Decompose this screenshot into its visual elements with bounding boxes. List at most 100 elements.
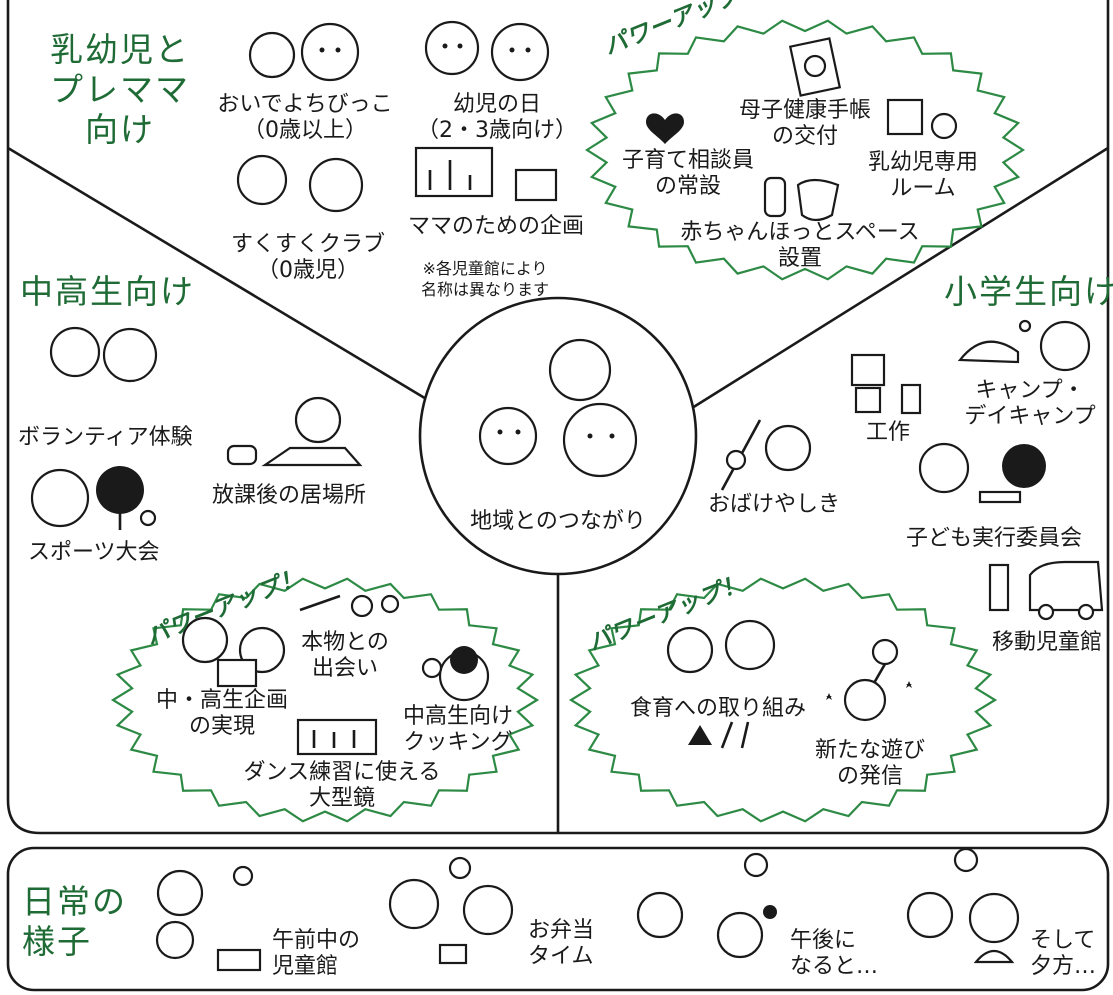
item-line: 設置 <box>777 246 822 271</box>
illustration-cooking <box>421 646 490 702</box>
item-bento: お弁当 タイム <box>528 918 594 970</box>
item-line: 午後に <box>790 928 857 953</box>
item-line: ダンス練習に使える <box>243 760 441 785</box>
illustration-techo <box>788 37 842 97</box>
item-gozen: 午前中の 児童館 <box>272 928 360 980</box>
item-line: 赤ちゃんほっとスペース <box>680 220 920 245</box>
item-line: 本物との <box>301 630 389 655</box>
main-frame <box>6 0 1110 835</box>
item-akachan: 赤ちゃんほっとスペース 設置 <box>670 220 930 272</box>
illustration-room <box>886 98 958 140</box>
item-line: （0歳以上） <box>243 118 367 143</box>
center-circle <box>418 296 698 576</box>
item-line: 中高生向け <box>402 704 513 729</box>
item-asobi: 新たな遊び の発信 <box>800 738 940 790</box>
item-line: 子育て相談員 <box>621 148 754 173</box>
illustration-gozen <box>155 865 262 972</box>
item-line: お弁当 <box>528 918 595 943</box>
divider-left <box>7 146 429 402</box>
illustration-gogo <box>636 852 777 959</box>
item-iinkai: 子ども実行委員会 <box>906 526 1083 551</box>
illustration-iinkai <box>918 442 1046 504</box>
item-line: の実現 <box>188 714 255 739</box>
section-title-junior-high: 中高生向け <box>20 272 195 311</box>
item-line: タイム <box>528 944 594 969</box>
item-honmono: 本物との 出会い <box>295 630 395 682</box>
item-mama: ママのための企画 <box>407 214 584 239</box>
item-ibasho: 放課後の居場所 <box>212 483 367 508</box>
item-gogo: 午後に なると… <box>790 928 878 980</box>
item-line: 大型鏡 <box>308 786 375 811</box>
illustration-yoji <box>424 20 550 82</box>
illustration-obake <box>720 419 812 491</box>
item-obake: おばけやしき <box>708 492 841 517</box>
item-volunteer: ボランティア体験 <box>18 425 193 450</box>
item-line: （0歳児） <box>257 258 359 283</box>
item-line: ルーム <box>890 176 956 201</box>
note-line: ※各児童館により <box>422 259 548 278</box>
item-dance: ダンス練習に使える 大型鏡 <box>222 760 462 812</box>
item-line: 乳幼児専用 <box>867 150 978 175</box>
item-yoji: 幼児の日 （2・3歳向け） <box>402 92 592 144</box>
item-line: の交付 <box>771 124 838 149</box>
section-title-line: 向け <box>85 110 155 149</box>
illustration-bottle <box>763 176 840 222</box>
illustration-mirror <box>296 718 378 756</box>
item-line: 出会い <box>311 656 378 681</box>
section-title-line: 日常の <box>22 882 127 921</box>
item-kosaku: 工作 <box>866 420 911 445</box>
illustration-shokuiku <box>666 619 776 749</box>
item-line: キャンプ・ <box>975 378 1085 403</box>
illustration-bento <box>388 856 514 965</box>
item-line: そして <box>1030 928 1096 953</box>
illustration-yugata <box>906 847 1020 964</box>
item-line: 新たな遊び <box>814 738 925 763</box>
illustration-camp <box>957 319 1091 372</box>
illustration-kikaku <box>181 616 286 688</box>
item-sodan: 子育て相談員 の常設 <box>618 148 758 200</box>
illustration-mama <box>414 146 558 202</box>
section-title-line: 様子 <box>22 922 92 961</box>
item-line: の発信 <box>836 764 903 789</box>
item-line: 夕方… <box>1030 954 1097 979</box>
item-line: 中・高生企画 <box>155 688 288 713</box>
item-ido: 移動児童館 <box>992 630 1103 655</box>
illustration-kosaku <box>850 353 922 415</box>
item-line: クッキング <box>403 730 513 755</box>
item-line: の常設 <box>654 174 721 199</box>
note-naming: ※各児童館により 名称は異なります <box>395 258 575 300</box>
item-line: おいでよちびっこ <box>217 92 393 117</box>
section-title-line: プレママ <box>50 70 190 109</box>
illustration-ibasho <box>226 396 363 467</box>
section-title-elementary: 小学生向け <box>944 272 1113 311</box>
center-label: 地域とのつながり <box>470 509 646 534</box>
item-camp: キャンプ・ デイキャンプ <box>950 378 1110 430</box>
item-kikaku: 中・高生企画 の実現 <box>142 688 302 740</box>
item-suku: すくすくクラブ （0歳児） <box>208 232 408 284</box>
burst-infant <box>584 19 1026 281</box>
item-cooking: 中高生向け クッキング <box>388 704 528 756</box>
illustration-suku <box>236 154 364 213</box>
illustration-asobi <box>826 638 912 722</box>
item-line: 児童館 <box>272 954 339 979</box>
item-oide: おいでよちびっこ （0歳以上） <box>210 92 400 144</box>
illustration-sports <box>30 466 157 530</box>
item-line: 幼児の日 <box>452 92 541 117</box>
divider-right <box>691 146 1109 410</box>
item-line: デイキャンプ <box>964 404 1096 429</box>
heart-icon <box>646 113 684 144</box>
note-line: 名称は異なります <box>420 280 549 299</box>
daily-frame <box>6 846 1110 992</box>
item-room: 乳幼児専用 ルーム <box>858 150 988 202</box>
item-line: すくすくクラブ <box>230 232 385 257</box>
illustration-honmono <box>299 594 400 618</box>
item-line: 母子健康手帳 <box>738 98 871 123</box>
illustration-ido <box>988 560 1104 621</box>
item-yugata: そして 夕方… <box>1030 928 1096 980</box>
item-techo: 母子健康手帳 の交付 <box>730 98 880 150</box>
illustration-volunteer <box>49 326 158 383</box>
item-line: （2・3歳向け） <box>417 118 577 143</box>
item-sports: スポーツ大会 <box>28 540 160 565</box>
